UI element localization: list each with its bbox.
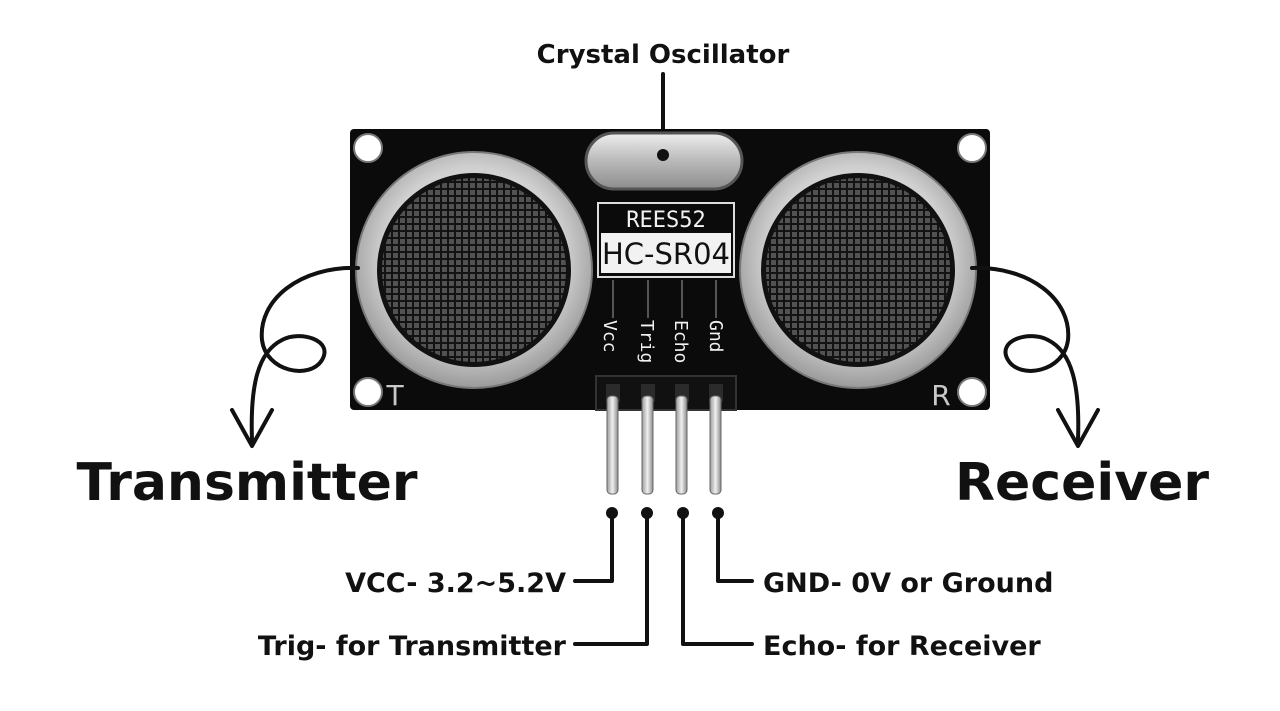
pin-label-trig: Trig <box>636 320 657 363</box>
transmitter-arrow <box>230 265 360 448</box>
brand-silkscreen: REES52 <box>626 208 705 233</box>
model-silkscreen: HC-SR04 <box>602 237 730 271</box>
pin-gnd <box>709 395 722 495</box>
gnd-description: GND- 0V or Ground <box>763 568 1053 599</box>
vcc-lead <box>573 511 614 583</box>
crystal-oscillator <box>584 131 744 191</box>
pin-trig <box>641 395 654 495</box>
pin-label-gnd: Gnd <box>705 320 726 353</box>
echo-description: Echo- for Receiver <box>763 631 1041 662</box>
trig-lead <box>573 511 649 646</box>
pin-label-vcc: Vcc <box>599 320 620 353</box>
mount-hole-bottom-right <box>957 377 987 407</box>
transmitter-label: Transmitter <box>76 453 417 513</box>
pin-label-echo: Echo <box>670 320 691 363</box>
echo-lead <box>681 511 754 646</box>
sensor-board: REES52 HC-SR04 T R Vcc Trig Echo Gnd <box>350 129 990 412</box>
mount-hole-top-right <box>957 133 987 163</box>
mount-hole-top-left <box>353 133 383 163</box>
receiver-label: Receiver <box>955 453 1209 513</box>
transmitter-mark: T <box>385 379 404 412</box>
mount-hole-bottom-left <box>353 377 383 407</box>
pin-vcc <box>606 395 619 495</box>
vcc-description: VCC- 3.2~5.2V <box>345 568 566 599</box>
receiver-mark: R <box>931 379 950 412</box>
trig-description: Trig- for Transmitter <box>258 631 567 662</box>
transmitter-sensor <box>355 151 593 389</box>
pin-leads <box>573 507 754 646</box>
pin-echo <box>675 395 688 495</box>
receiver-arrow <box>970 265 1100 448</box>
crystal-oscillator-label: Crystal Oscillator <box>537 40 790 70</box>
receiver-sensor <box>739 151 977 389</box>
pin-header <box>595 375 737 495</box>
gnd-lead <box>716 511 754 583</box>
